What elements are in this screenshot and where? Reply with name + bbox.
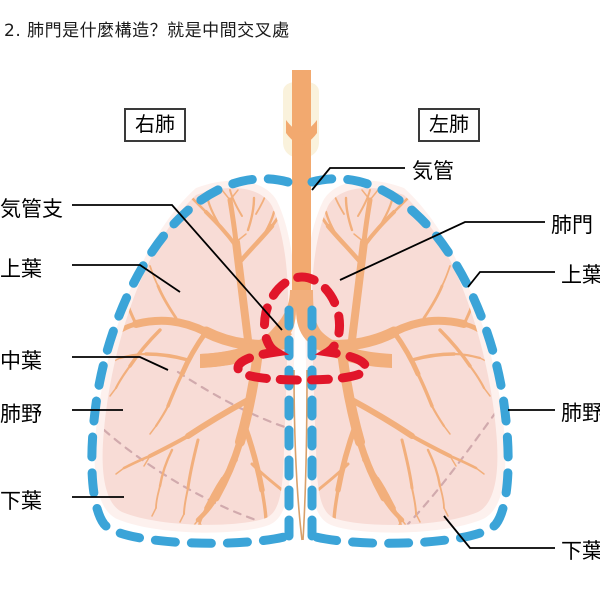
label-middle-lobe: 中葉 — [0, 349, 42, 373]
label-hilum: 肺門 — [551, 213, 593, 237]
boxed-label-left-lung: 左肺 — [418, 108, 480, 142]
page-title: 2. 肺門是什麼構造？就是中間交叉處 — [4, 21, 290, 41]
label-upper-lobe-right: 上葉 — [561, 263, 600, 287]
label-upper-lobe-left: 上葉 — [0, 257, 42, 281]
label-bronchus: 気管支 — [0, 197, 63, 221]
leader-upper-lobe-right — [467, 271, 555, 288]
label-trachea: 気管 — [412, 159, 454, 183]
boxed-label-right-lung: 右肺 — [124, 108, 186, 142]
leader-middle-lobe — [72, 356, 169, 371]
leader-bronchus — [72, 204, 283, 331]
leader-trachea — [311, 167, 405, 191]
right-bronchial-tree — [102, 188, 288, 525]
leader-hilum — [339, 221, 545, 281]
leader-lower-lobe-right — [443, 515, 555, 549]
label-lower-lobe-right: 下葉 — [561, 539, 600, 563]
pleural-outline-dashed — [87, 174, 513, 548]
label-lung-field-left: 肺野 — [0, 402, 42, 426]
leader-lines — [72, 167, 555, 549]
hilum-marker-dashed — [233, 272, 371, 385]
label-lower-lobe-left: 下葉 — [0, 489, 42, 513]
label-lung-field-right: 肺野 — [561, 401, 600, 425]
leader-upper-lobe-left — [72, 264, 181, 293]
mediastinal-vessels — [293, 369, 308, 541]
